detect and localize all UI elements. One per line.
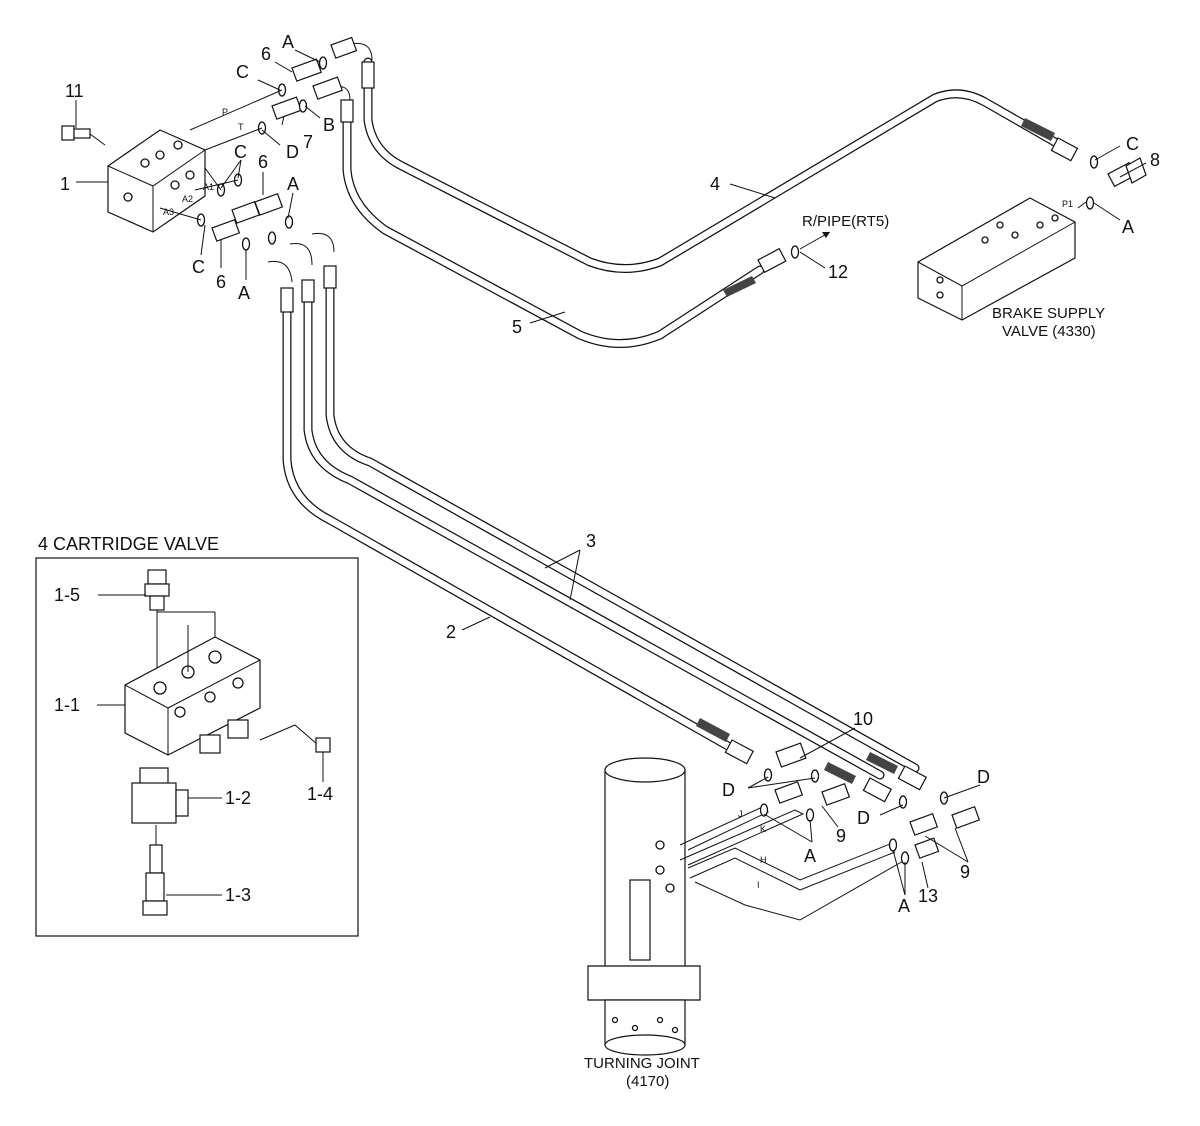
hose-4 xyxy=(363,57,1065,273)
port-P1: P1 xyxy=(1062,199,1073,209)
callout-7: 7 xyxy=(303,132,313,152)
fitting-11 xyxy=(61,125,106,146)
inset-callout-1-2: 1-2 xyxy=(225,788,251,808)
port-H: H xyxy=(760,855,767,865)
pipes-JKHI xyxy=(679,807,906,921)
callout-D4: D xyxy=(977,767,990,787)
inset-callout-1-4: 1-4 xyxy=(307,784,333,804)
callout-C4: C xyxy=(1126,134,1139,154)
callout-11: 11 xyxy=(65,81,84,101)
hose-end-fittings xyxy=(696,118,1079,803)
fitting-8 xyxy=(1085,155,1147,210)
brake-valve-label-2: VALVE (4330) xyxy=(1002,323,1096,340)
turning-joint xyxy=(587,757,701,1056)
port-K: K xyxy=(760,824,766,834)
port-A1: A1 xyxy=(203,182,214,192)
callout-text: 11 1 A 6 C B 7 D C 6 A C 6 A 4 5 12 C 8 … xyxy=(60,32,1160,916)
inset-callout-1-1: 1-1 xyxy=(54,695,80,715)
callout-8: 8 xyxy=(1150,150,1160,170)
hose-3a xyxy=(303,285,885,780)
rpipe-label: R/PIPE(RT5) xyxy=(802,213,889,230)
port-A3: A3 xyxy=(163,207,174,217)
hose-bends xyxy=(267,42,373,283)
callout-C1: C xyxy=(236,62,249,82)
port-T: T xyxy=(238,122,244,132)
inset-callout-1-3: 1-3 xyxy=(225,885,251,905)
callout-12: 12 xyxy=(828,262,848,282)
callout-D3: D xyxy=(857,808,870,828)
callout-9b: 9 xyxy=(960,862,970,882)
callout-6a: 6 xyxy=(261,44,271,64)
callout-C2: C xyxy=(234,142,247,162)
port-leaders xyxy=(159,89,283,221)
callout-5: 5 xyxy=(512,317,522,337)
orings-block xyxy=(196,56,328,251)
hose-3b xyxy=(325,270,920,773)
callout-A1: A xyxy=(282,32,294,52)
callout-2: 2 xyxy=(446,622,456,642)
callout-9a: 9 xyxy=(836,826,846,846)
callout-4: 4 xyxy=(710,174,720,194)
callout-B: B xyxy=(323,115,335,135)
port-A2: A2 xyxy=(182,194,193,204)
callout-6b: 6 xyxy=(258,152,268,172)
callout-13: 13 xyxy=(918,886,938,906)
callout-leaders xyxy=(75,49,1147,896)
port-letters: P T A1 A2 A3 P1 J K H I xyxy=(163,107,1073,890)
callout-A5: A xyxy=(804,846,816,866)
callout-A6: A xyxy=(898,896,910,916)
callout-3: 3 xyxy=(586,531,596,551)
inset-cartridge-valve: 4 CARTRIDGE VALVE xyxy=(35,534,359,937)
callout-C3: C xyxy=(192,257,205,277)
callout-1: 1 xyxy=(60,174,70,194)
turning-joint-label-1: TURNING JOINT xyxy=(584,1055,700,1072)
fittings-9-10-13 xyxy=(759,742,981,865)
hose-2 xyxy=(282,295,740,755)
callout-A2: A xyxy=(287,174,299,194)
component-labels: R/PIPE(RT5) BRAKE SUPPLY VALVE (4330) TU… xyxy=(584,213,1105,1090)
callout-A4: A xyxy=(1122,217,1134,237)
hose-ferrules xyxy=(280,61,375,313)
inset-callout-1-5: 1-5 xyxy=(54,585,80,605)
fittings-6-7 xyxy=(211,36,358,242)
turning-joint-label-2: (4170) xyxy=(626,1073,669,1090)
callout-D1: D xyxy=(286,142,299,162)
brake-supply-valve xyxy=(917,197,1076,321)
port-J: J xyxy=(738,809,743,819)
fitting-12 xyxy=(790,231,831,259)
inset-title: 4 CARTRIDGE VALVE xyxy=(38,534,219,554)
callout-6c: 6 xyxy=(216,272,226,292)
callout-10: 10 xyxy=(853,709,873,729)
brake-valve-label-1: BRAKE SUPPLY xyxy=(992,305,1105,322)
inset-frame xyxy=(35,557,359,937)
port-P: P xyxy=(222,107,228,117)
port-I: I xyxy=(757,880,760,890)
callout-A3: A xyxy=(238,283,250,303)
valve-block-1 xyxy=(107,129,206,233)
hose-5 xyxy=(342,100,765,348)
callout-D2: D xyxy=(722,780,735,800)
